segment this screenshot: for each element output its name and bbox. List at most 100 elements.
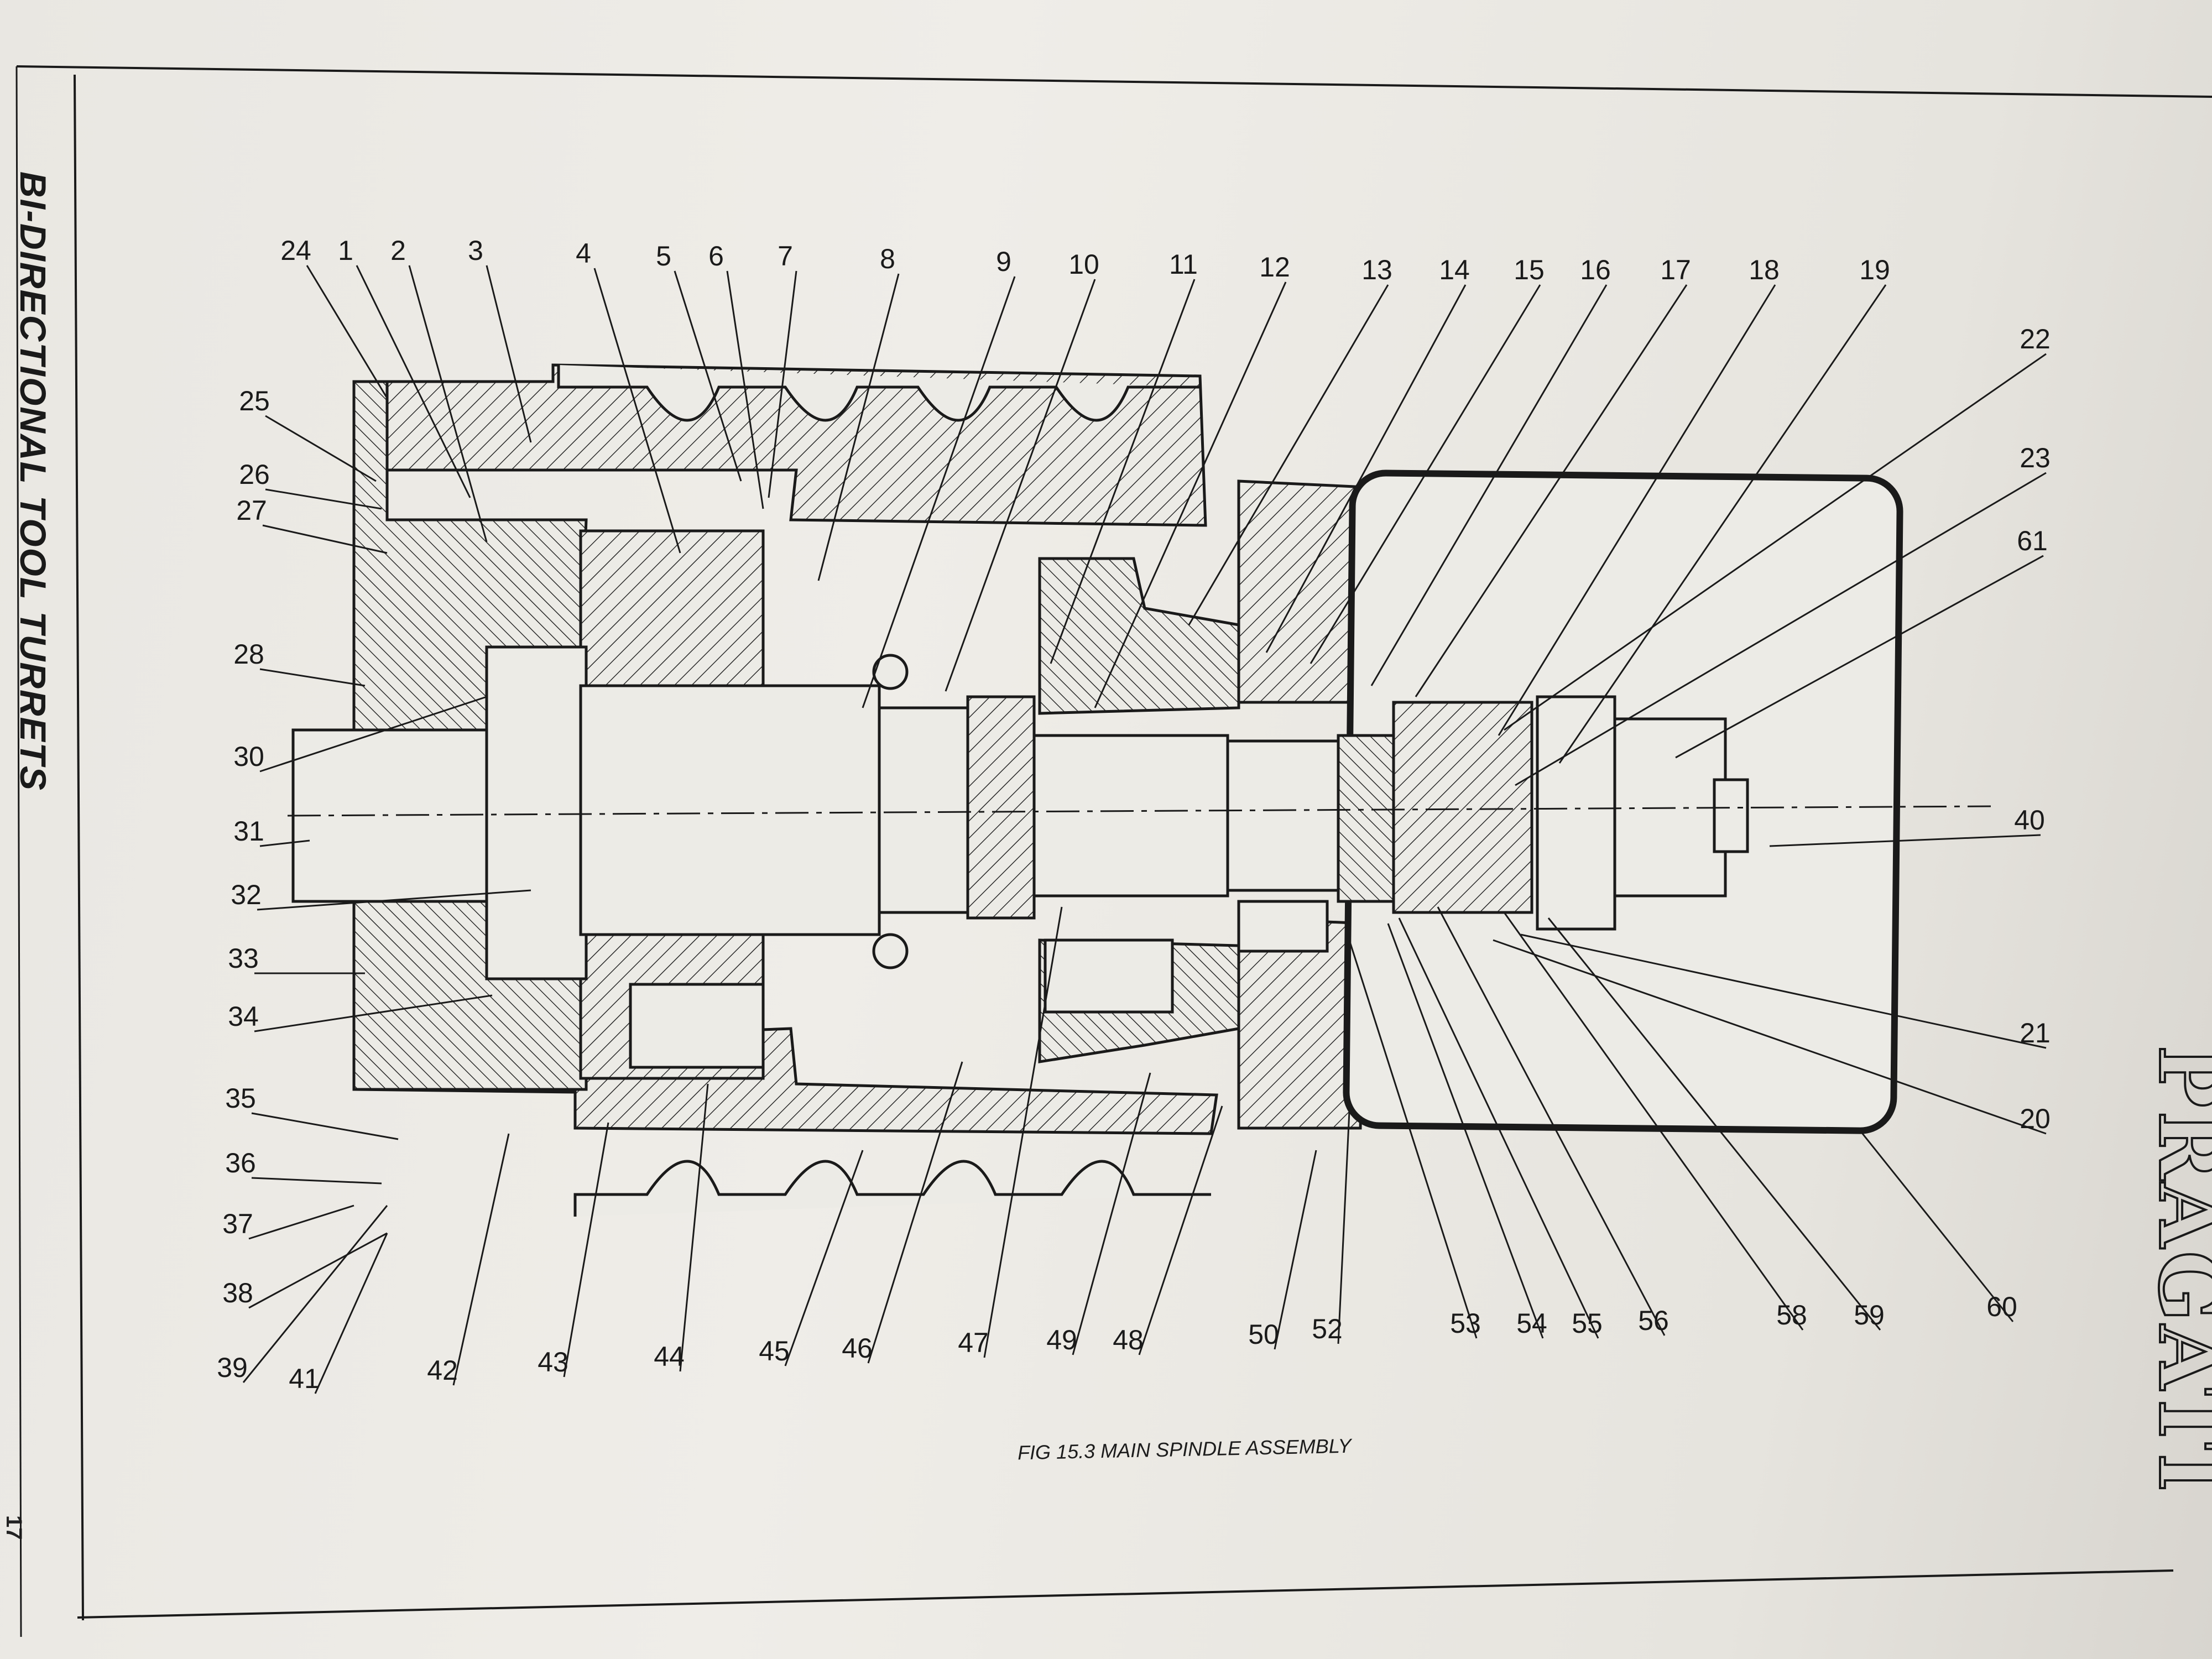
leader-line-20	[1493, 939, 2047, 1135]
callout-53: 53	[1450, 1308, 1481, 1339]
callout-38: 38	[222, 1277, 253, 1308]
leader-line-31	[259, 839, 310, 847]
leader-line-56	[1437, 906, 1666, 1336]
callout-55: 55	[1572, 1308, 1603, 1339]
callout-42: 42	[427, 1355, 458, 1386]
leader-line-25	[265, 415, 377, 482]
leader-line-60	[1857, 1128, 2014, 1322]
callout-10: 10	[1068, 249, 1099, 280]
callout-47: 47	[958, 1327, 989, 1358]
callout-52: 52	[1312, 1313, 1343, 1344]
callout-46: 46	[842, 1333, 873, 1364]
leader-line-11	[1050, 279, 1196, 664]
callout-9: 9	[996, 246, 1011, 277]
page-frame	[15, 65, 2212, 1637]
leader-line-15	[1310, 284, 1541, 664]
callout-24: 24	[280, 235, 311, 266]
callout-16: 16	[1580, 254, 1611, 285]
leader-line-40	[1769, 834, 2041, 847]
callout-3: 3	[468, 235, 483, 266]
main-spindle	[291, 645, 1749, 980]
leader-line-41	[314, 1233, 388, 1394]
leader-line-50	[1274, 1150, 1317, 1350]
callout-20: 20	[2020, 1103, 2051, 1134]
callout-7: 7	[778, 241, 793, 272]
bearings	[629, 654, 1329, 1069]
leader-line-32	[257, 889, 531, 911]
callout-6: 6	[708, 241, 724, 272]
leader-line-49	[1072, 1072, 1151, 1355]
brand-logo: PRAGATI	[2139, 1044, 2212, 1496]
leader-line-43	[563, 1122, 609, 1378]
callout-21: 21	[2020, 1018, 2051, 1048]
leader-line-17	[1415, 284, 1688, 697]
callout-15: 15	[1514, 254, 1545, 285]
leader-line-34	[254, 994, 493, 1032]
callout-39: 39	[217, 1352, 248, 1383]
leader-line-37	[248, 1204, 354, 1240]
leader-line-38	[248, 1232, 388, 1309]
leader-line-24	[306, 265, 388, 399]
callout-40: 40	[2014, 805, 2045, 836]
callout-12: 12	[1259, 252, 1290, 283]
leader-line-55	[1398, 917, 1599, 1339]
callout-19: 19	[1859, 254, 1890, 285]
callout-50: 50	[1248, 1319, 1279, 1350]
leader-line-26	[265, 488, 382, 510]
leader-line-3	[486, 265, 532, 443]
leader-line-2	[408, 265, 488, 542]
leader-line-44	[679, 1083, 709, 1372]
leader-line-35	[251, 1112, 399, 1140]
callout-37: 37	[222, 1208, 253, 1239]
callout-35: 35	[225, 1083, 256, 1114]
callout-2: 2	[390, 235, 406, 266]
leader-line-47	[983, 906, 1063, 1358]
leader-line-14	[1265, 284, 1467, 653]
callout-13: 13	[1361, 254, 1392, 285]
callout-44: 44	[654, 1341, 685, 1372]
callout-31: 31	[233, 816, 264, 847]
running-title: BI-DIRECTIONAL TOOL TURRETS	[13, 171, 54, 792]
callout-43: 43	[538, 1347, 568, 1378]
callout-8: 8	[880, 243, 895, 274]
callout-23: 23	[2020, 442, 2051, 473]
callout-18: 18	[1749, 254, 1780, 285]
callout-4: 4	[576, 238, 591, 269]
leader-line-10	[945, 279, 1096, 692]
leader-line-23	[1515, 472, 2047, 786]
callout-17: 17	[1660, 254, 1691, 285]
callout-25: 25	[239, 385, 270, 416]
leader-line-42	[452, 1133, 510, 1386]
callout-5: 5	[656, 241, 671, 272]
callout-27: 27	[236, 495, 267, 526]
callout-54: 54	[1516, 1308, 1547, 1339]
callout-48: 48	[1113, 1324, 1144, 1355]
callout-41: 41	[289, 1363, 320, 1394]
callout-32: 32	[231, 879, 262, 910]
leader-line-46	[867, 1061, 963, 1364]
leader-line-7	[768, 270, 797, 498]
leader-line-36	[251, 1177, 382, 1185]
page-number: 17	[2, 1515, 26, 1540]
leader-line-39	[242, 1205, 388, 1383]
turret-teeth	[557, 365, 1211, 1217]
callout-34: 34	[228, 1001, 259, 1032]
leader-line-54	[1387, 923, 1544, 1339]
callout-22: 22	[2020, 324, 2051, 354]
callout-14: 14	[1439, 254, 1470, 285]
callout-30: 30	[233, 741, 264, 772]
leader-line-6	[726, 270, 764, 509]
leader-line-19	[1558, 284, 1887, 764]
callout-58: 58	[1776, 1300, 1807, 1331]
leader-line-58	[1503, 912, 1804, 1331]
callout-49: 49	[1046, 1324, 1077, 1355]
leader-line-52	[1337, 1111, 1350, 1344]
leader-line-9	[862, 276, 1016, 708]
callout-26: 26	[239, 459, 270, 490]
leader-line-28	[259, 668, 366, 687]
leader-line-30	[259, 696, 487, 773]
leader-line-22	[1504, 353, 2047, 731]
